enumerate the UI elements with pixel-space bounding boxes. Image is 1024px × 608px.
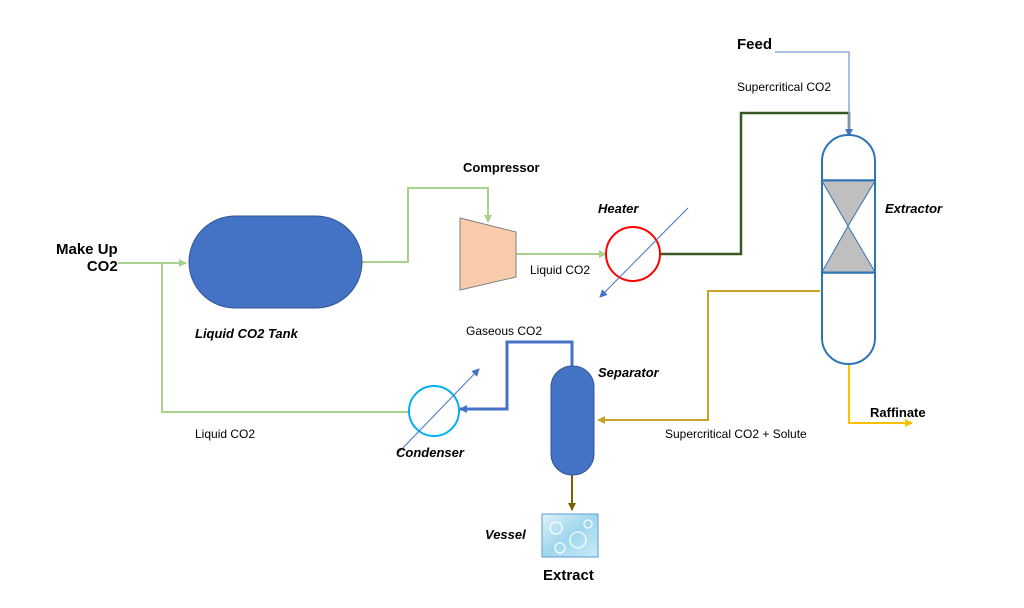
make-up-line2: CO2 [86,258,118,276]
liquid-co2-tank [188,215,363,309]
supercritical-co2-label: Supercritical CO2 [737,80,832,94]
condenser-shape [408,385,460,437]
heater-shape [605,226,661,282]
separator-vessel [550,365,595,476]
vessel-label: Vessel [485,527,526,542]
gaseous-co2-label: Gaseous CO2 [466,324,543,338]
extractor-to-separator-line [597,290,820,424]
tank-to-compressor-line [362,187,492,263]
liquid-co2-bottom-label: Liquid CO2 [195,427,256,441]
extractor-label: Extractor [885,201,943,216]
heater-diagonal-arrow [599,207,689,298]
separator-label: Separator [598,365,659,380]
make-up-co2-label: Make Up CO2 [56,241,118,276]
vessel-bubble [583,519,593,529]
compressor-shape [459,217,517,291]
liquid-co2-top-label: Liquid CO2 [530,263,591,277]
separator-to-condenser-line [459,340,574,413]
vessel-bubble [554,542,566,554]
extract-vessel [541,513,599,558]
feed-label: Feed [737,36,773,53]
compressor-label: Compressor [463,160,540,175]
make-up-line1: Make Up [56,241,118,258]
vessel-bubble [549,521,563,535]
heater-to-extractor-line [660,111,851,256]
liquid-co2-tank-label: Liquid CO2 Tank [195,326,298,341]
condenser-recycle-line [161,263,408,413]
heater-label: Heater [598,201,639,216]
condenser-diagonal-arrow [397,368,480,454]
extractor-packing [821,180,876,273]
raffinate-line [848,364,913,427]
vessel-bubble [569,531,587,549]
condenser-label: Condenser [396,445,464,460]
feed-line [775,51,853,137]
raffinate-label: Raffinate [870,405,926,420]
extract-label: Extract [543,567,594,584]
supercritical-solute-label: Supercritical CO2 + Solute [665,427,807,441]
